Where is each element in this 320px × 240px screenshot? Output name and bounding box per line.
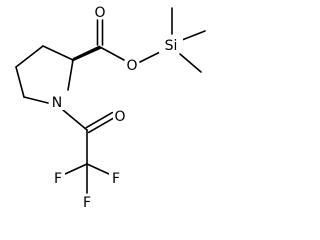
molecule-structure: O O Si N O F F F	[15, 4, 206, 211]
bond-c2-c3	[42, 45, 74, 61]
bond-c-f-left	[64, 163, 88, 175]
bond-c-o-single	[99, 46, 125, 61]
atom-label-amide-oxygen: O	[114, 109, 125, 125]
atom-label-nitrogen: N	[52, 95, 62, 111]
bond-o-si	[139, 51, 161, 63]
bond-co-double-a	[85, 111, 114, 129]
atom-label-fluorine-left: F	[54, 171, 62, 187]
trifluoroacetyl-group	[62, 109, 116, 194]
bond-n-carbonyl	[62, 109, 88, 131]
bond-n1-c2	[67, 59, 74, 91]
atom-label-fluorine-bottom: F	[83, 195, 91, 211]
atom-label-ester-oxygen: O	[126, 58, 137, 74]
bond-c-f-right	[86, 163, 110, 175]
bond-c4-c5	[15, 66, 25, 98]
atom-label-silicon: Si	[165, 38, 178, 54]
ester-group	[96, 19, 161, 63]
bond-c3-c4	[15, 45, 44, 68]
bond-co-double-b	[87, 116, 116, 134]
pyrrolidine-ring	[15, 45, 74, 104]
atom-label-carbonyl-oxygen: O	[94, 5, 105, 21]
bond-c5-n1	[23, 96, 49, 104]
stereo-wedge-bond	[71, 45, 102, 62]
bond-si-methyl-right	[181, 30, 206, 41]
bond-si-methyl-down	[179, 53, 202, 73]
atom-labels: O O Si N O F F F	[50, 4, 183, 211]
trimethylsilyl-group	[171, 7, 206, 73]
atom-label-fluorine-right: F	[112, 171, 120, 187]
